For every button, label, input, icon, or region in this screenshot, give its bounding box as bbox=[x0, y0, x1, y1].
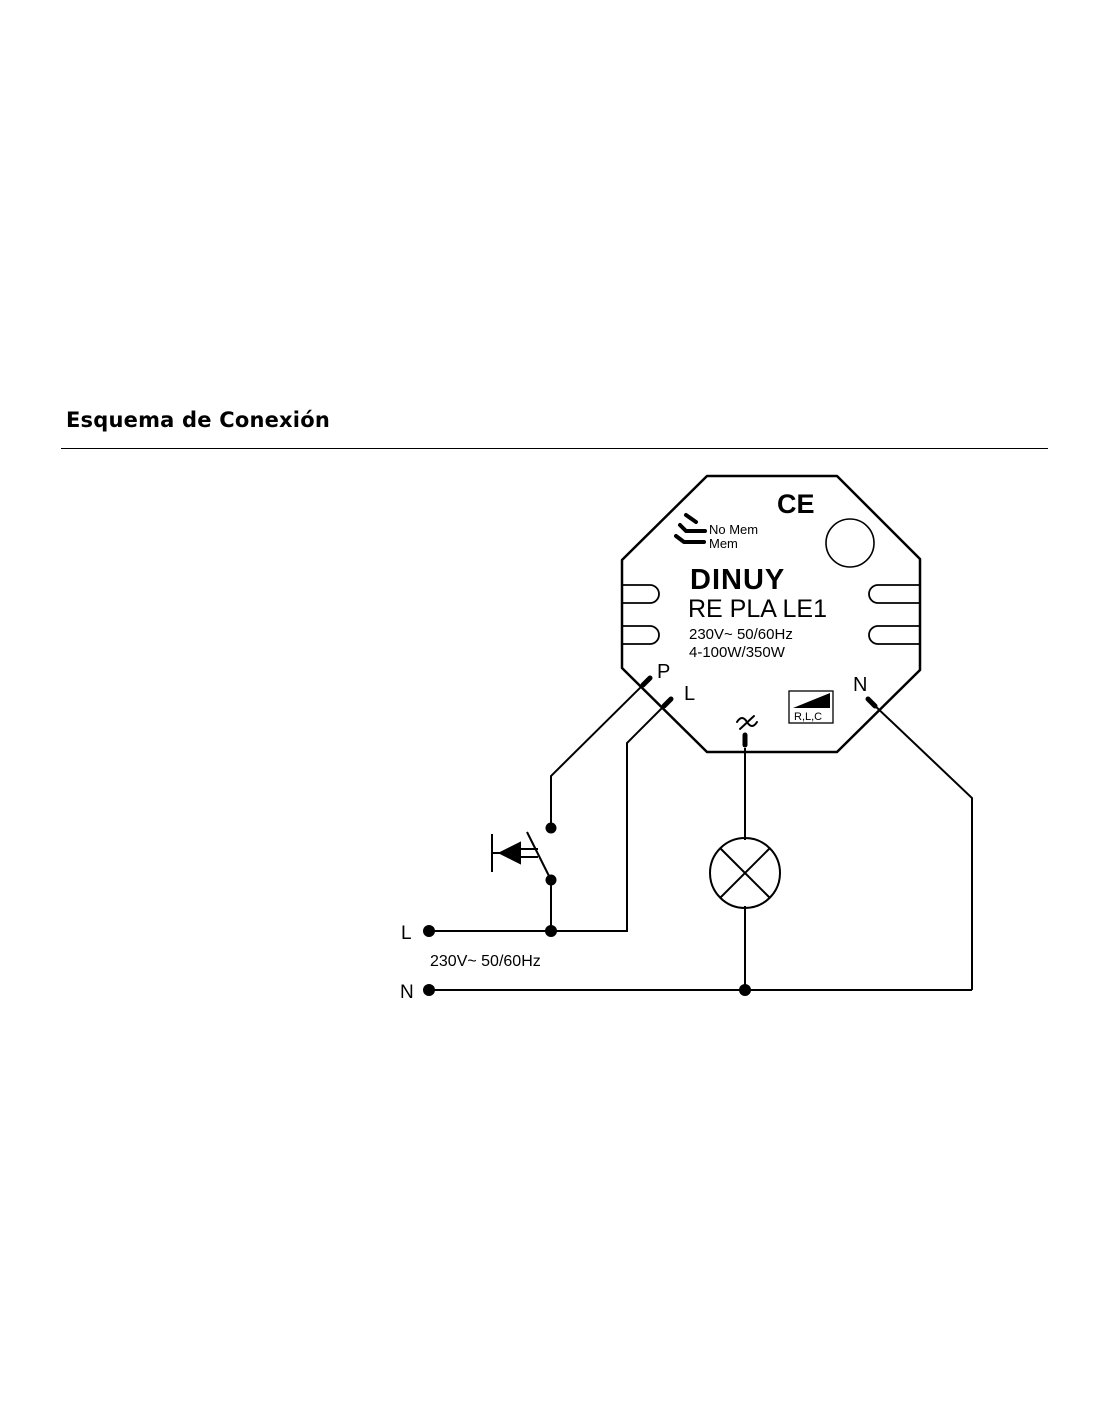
lamp-icon bbox=[709, 837, 781, 909]
supply-rating-label: 230V~ 50/60Hz bbox=[430, 953, 541, 970]
supply-l-label: L bbox=[401, 923, 412, 944]
device-power: 4-100W/350W bbox=[689, 644, 786, 661]
load-type-label: R,L,C bbox=[794, 711, 822, 723]
wire-p bbox=[550, 681, 647, 828]
terminal-p-label: P bbox=[657, 661, 670, 683]
brand-logo: DINUY bbox=[690, 564, 785, 596]
dimmer-output-icon bbox=[736, 715, 758, 730]
mode-switch-icon[interactable] bbox=[674, 513, 707, 544]
mounting-slots bbox=[622, 584, 920, 645]
pushbutton-switch-icon bbox=[491, 822, 557, 886]
dimmer-module: CE No Mem Mem DINUY RE PLA LE1 230V~ 50/… bbox=[620, 474, 922, 754]
ce-mark: CE bbox=[777, 489, 815, 519]
dimming-ramp-icon bbox=[788, 690, 834, 724]
mode-mem-label: Mem bbox=[709, 536, 738, 551]
adjust-knob-icon[interactable] bbox=[825, 518, 875, 568]
terminal-l-label: L bbox=[684, 683, 695, 705]
section-title: Esquema de Conexión bbox=[66, 408, 330, 432]
device-rating: 230V~ 50/60Hz bbox=[689, 626, 793, 643]
junctions bbox=[423, 925, 751, 996]
model-name: RE PLA LE1 bbox=[688, 595, 827, 623]
terminal-markers bbox=[640, 675, 878, 748]
wire-l-terminal bbox=[551, 702, 668, 932]
terminal-n-label: N bbox=[853, 674, 867, 696]
wiring bbox=[429, 681, 973, 991]
module-outline bbox=[620, 474, 922, 754]
mode-no-mem-label: No Mem bbox=[709, 522, 758, 537]
title-divider bbox=[61, 448, 1048, 449]
wire-n-terminal bbox=[871, 702, 973, 990]
supply-n-label: N bbox=[400, 982, 414, 1003]
